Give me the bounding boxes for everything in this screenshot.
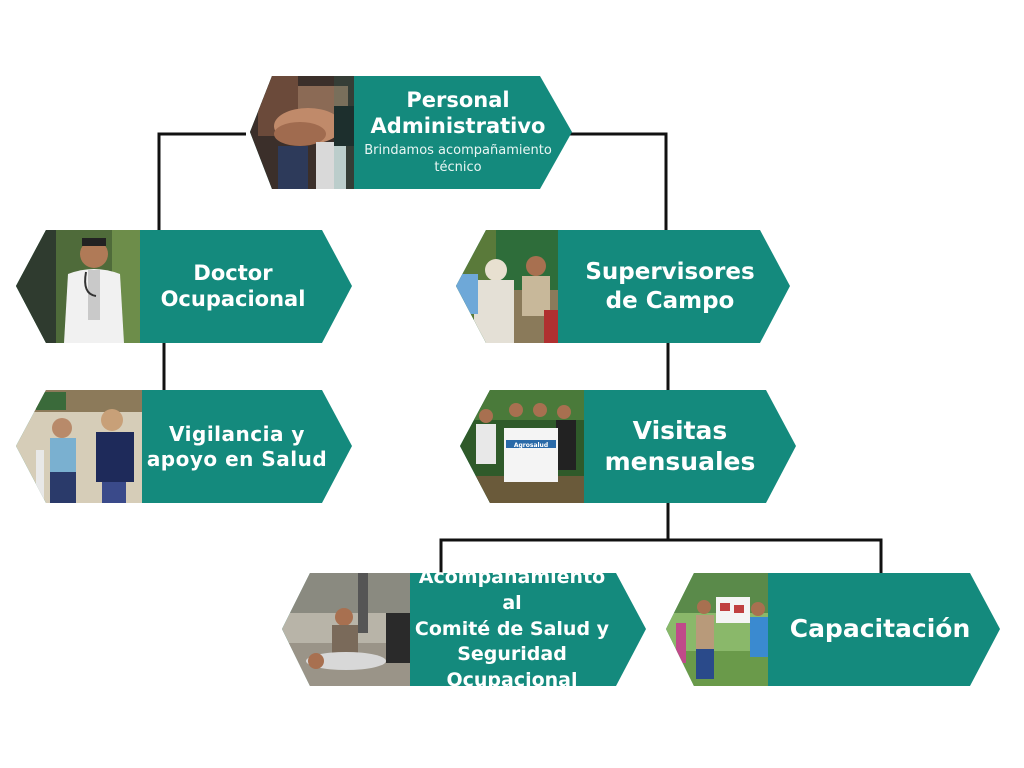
team-hands-photo [250, 76, 354, 189]
node-personal-administrativo: Personal Administrativo Brindamos acompa… [238, 76, 574, 189]
node-subtitle-line: técnico [434, 160, 482, 176]
connector-visitas-capacitacion [668, 538, 883, 574]
connector-admin-doctor [157, 132, 246, 232]
node-title-line: Ocupacional [446, 669, 578, 692]
node-title-line: apoyo en Salud [146, 446, 328, 471]
node-title-line: Acompañamiento al [418, 565, 606, 614]
node-title-line: mensuales [604, 446, 756, 476]
connector-admin-supervisores [566, 132, 668, 232]
node-doctor-ocupacional: Doctor Ocupacional [16, 230, 354, 343]
cpr-training-photo [282, 573, 410, 686]
outdoor-training-photo [666, 573, 768, 686]
node-title-line: Comité de Salud y [414, 617, 610, 640]
node-title-line: Capacitación [789, 614, 971, 644]
node-subtitle-line: Brindamos acompañamiento [364, 143, 552, 159]
node-text: Capacitación [770, 573, 990, 686]
field-supervisors-photo [456, 230, 558, 343]
doctor-photo [16, 230, 140, 343]
node-title-line: Administrativo [370, 113, 546, 138]
node-text: Visitas mensuales [586, 390, 774, 503]
group-banner-photo: Agrosalud [460, 390, 584, 503]
node-text: Vigilancia y apoyo en Salud [142, 390, 332, 503]
node-capacitacion: Capacitación [666, 573, 1002, 686]
node-title-line: Vigilancia y [169, 422, 305, 447]
health-checkup-photo [16, 390, 142, 503]
node-title-line: Visitas [632, 416, 728, 445]
node-text: Personal Administrativo Brindamos acompa… [356, 76, 560, 189]
node-title-line: Ocupacional [160, 286, 306, 311]
node-text: Acompañamiento al Comité de Salud y Segu… [408, 566, 616, 691]
node-text: Doctor Ocupacional [140, 230, 326, 343]
node-title-line: Supervisores [585, 259, 755, 286]
banner-text: Agrosalud [514, 442, 548, 449]
node-title-line: Seguridad [457, 643, 567, 666]
node-title-line: Doctor [193, 260, 273, 285]
node-vigilancia-y-apoyo: Vigilancia y apoyo en Salud [16, 390, 354, 503]
node-supervisores-de-campo: Supervisores de Campo [456, 230, 792, 343]
node-title-line: de Campo [605, 287, 735, 314]
node-text: Supervisores de Campo [560, 230, 780, 343]
node-title-line: Personal [406, 88, 510, 112]
node-visitas-mensuales: Agrosalud Visitas mensuales [460, 390, 798, 503]
connector-visitas-split [439, 502, 670, 574]
node-acompanamiento-comite: Acompañamiento al Comité de Salud y Segu… [282, 566, 648, 691]
